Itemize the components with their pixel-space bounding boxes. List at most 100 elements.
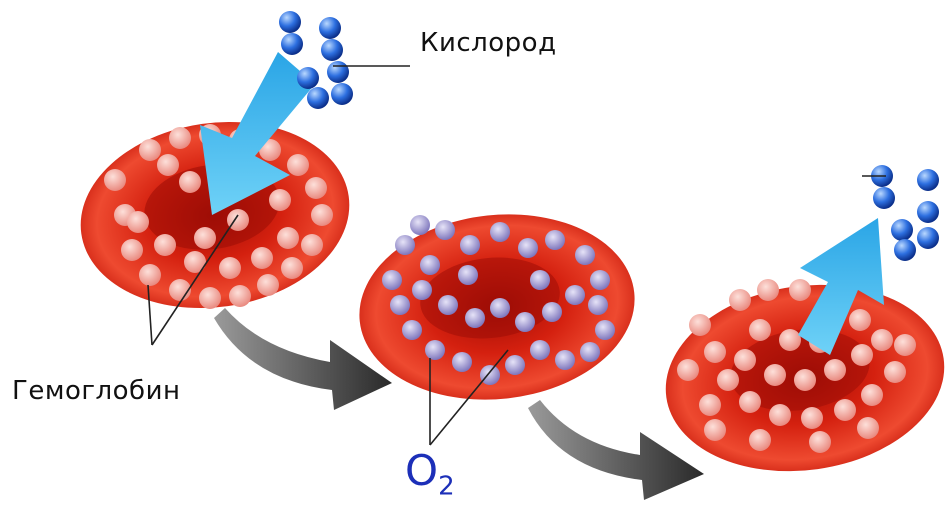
hemoglobin-dot (169, 127, 191, 149)
hemoglobin-dot (704, 419, 726, 441)
hemoglobin-dot (894, 334, 916, 356)
hemoglobin-dot (734, 349, 756, 371)
oxygenated-dot (555, 350, 575, 370)
hemoglobin-dot (871, 329, 893, 351)
hemoglobin-dot (689, 314, 711, 336)
oxygen-atom (307, 87, 329, 109)
oxygen-atom (281, 33, 303, 55)
hemoglobin-dot (127, 211, 149, 233)
hemoglobin-dot (851, 344, 873, 366)
hemoglobin-dot (801, 407, 823, 429)
hemoglobin-dot (104, 169, 126, 191)
hemoglobin-dot (729, 289, 751, 311)
hemoglobin-dot (281, 257, 303, 279)
hemoglobin-dot (704, 341, 726, 363)
oxygenated-dot (460, 235, 480, 255)
oxygenated-dot (420, 255, 440, 275)
o2-letter: O (405, 446, 439, 495)
oxygenated-hemoglobin-dots (382, 215, 615, 385)
oxygenated-dot (425, 340, 445, 360)
oxygenated-dot (395, 235, 415, 255)
oxygenated-dot (390, 295, 410, 315)
hemoglobin-dot (139, 139, 161, 161)
hemoglobin-dot (287, 154, 309, 176)
oxygenated-dot (458, 265, 478, 285)
oxygenated-dot (515, 312, 535, 332)
hemoglobin-dot (194, 227, 216, 249)
hemoglobin-dot (769, 404, 791, 426)
o2-subscript: 2 (438, 471, 455, 502)
hemoglobin-dot (824, 359, 846, 381)
hemoglobin-dot (699, 394, 721, 416)
o2-handwritten-label: O2 (405, 450, 455, 502)
hemoglobin-dot (301, 234, 323, 256)
oxygen-inflow-arrow (200, 52, 315, 215)
hemoglobin-dots (104, 124, 333, 309)
oxygen-atom (327, 61, 349, 83)
hemoglobin-dot (311, 204, 333, 226)
oxygenated-dot (545, 230, 565, 250)
hemoglobin-dot (227, 209, 249, 231)
oxygenated-dot (575, 245, 595, 265)
hemoglobin-dot (199, 287, 221, 309)
oxygenated-dot (402, 320, 422, 340)
oxygen-atom (917, 169, 939, 191)
hemoglobin-label: Гемоглобин (12, 376, 181, 406)
hemoglobin-dot (121, 239, 143, 261)
oxygenated-dot (542, 302, 562, 322)
oxygen-atom (891, 219, 913, 241)
oxygenated-dot (480, 365, 500, 385)
oxygenated-dot (382, 270, 402, 290)
hemoglobin-dot (764, 364, 786, 386)
hemoglobin-dot (779, 329, 801, 351)
oxygenated-dot (412, 280, 432, 300)
hemoglobin-dot (739, 391, 761, 413)
oxygen-outflow-arrow (798, 218, 884, 355)
hemoglobin-dot (305, 177, 327, 199)
oxygen-atom (873, 187, 895, 209)
hemoglobin-dot (834, 399, 856, 421)
flow-arrow-icon (214, 308, 392, 410)
hemoglobin-dot (229, 285, 251, 307)
oxygenated-dot (518, 238, 538, 258)
hemoglobin-dot (749, 319, 771, 341)
oxygenated-dot (490, 298, 510, 318)
hemoglobin-dot (861, 384, 883, 406)
oxygenated-dot (530, 270, 550, 290)
hemoglobin-dot (139, 264, 161, 286)
oxygenated-dot (452, 352, 472, 372)
hemoglobin-dot (179, 171, 201, 193)
oxygen-atom (297, 67, 319, 89)
hemoglobin-dot (277, 227, 299, 249)
oxygen-atom (319, 17, 341, 39)
hemoglobin-dot (789, 279, 811, 301)
oxygen-atom (331, 83, 353, 105)
oxygenated-dot (580, 342, 600, 362)
hemoglobin-dot (257, 274, 279, 296)
oxygen-atom (917, 227, 939, 249)
oxygenated-dot (435, 220, 455, 240)
hemoglobin-dot (219, 257, 241, 279)
leader-lines (147, 65, 886, 446)
hemoglobin-dot (154, 234, 176, 256)
oxygen-atom (279, 11, 301, 33)
hemoglobin-dot (157, 154, 179, 176)
hemoglobin-dot (757, 279, 779, 301)
oxygenated-dot (490, 222, 510, 242)
oxygenated-dot (465, 308, 485, 328)
hemoglobin-dot (717, 369, 739, 391)
oxygen-molecule-icon (279, 11, 353, 109)
hemoglobin-dot (809, 431, 831, 453)
hemoglobin-dot (857, 417, 879, 439)
oxygenated-dot (588, 295, 608, 315)
oxygenated-dot (590, 270, 610, 290)
hemoglobin-dot (184, 251, 206, 273)
flow-arrow-icon (528, 400, 704, 500)
hemoglobin-dot (794, 369, 816, 391)
oxygenated-dot (505, 355, 525, 375)
oxygen-atom (917, 201, 939, 223)
oxygenated-dot (438, 295, 458, 315)
hemoglobin-dot (884, 361, 906, 383)
